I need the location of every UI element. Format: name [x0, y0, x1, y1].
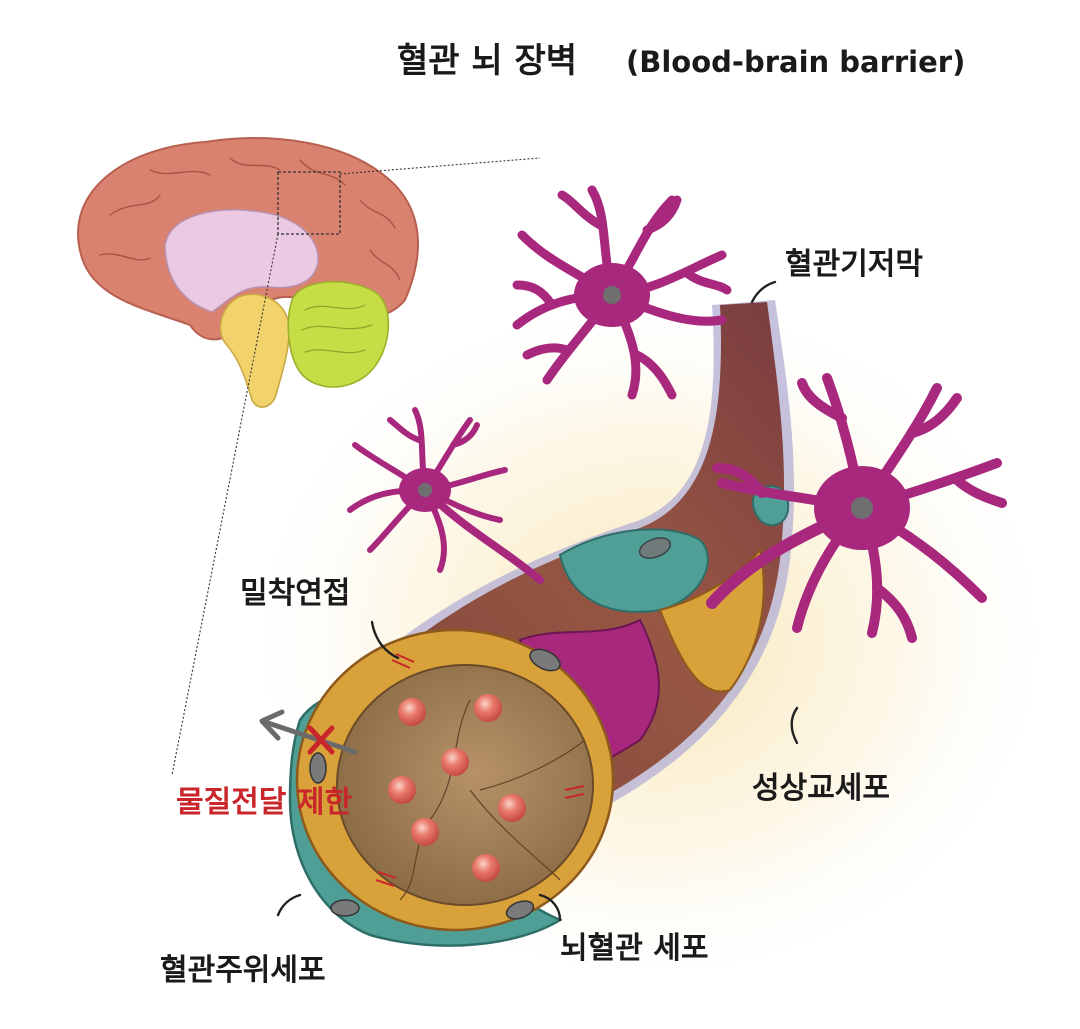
brain-illustration [77, 137, 541, 776]
red-blood-cell [441, 748, 469, 776]
label-astrocyte: 성상교세포 [752, 771, 890, 806]
red-blood-cell [474, 694, 502, 722]
callout-arrow-astrocyte [790, 706, 799, 745]
callout-arrow-pericyte [276, 893, 302, 917]
cerebrum-inner [164, 209, 319, 313]
zoom-inset-box [277, 171, 341, 235]
red-blood-cell [388, 776, 416, 804]
title-korean: 혈관 뇌 장벽 [397, 41, 577, 81]
astrocyte-left [347, 407, 544, 584]
label-basement-membrane: 혈관기저막 [785, 247, 923, 282]
label-transport-restriction: 물질전달 제한 [176, 785, 352, 820]
endothelial-nucleus [529, 648, 561, 672]
red-blood-cell [411, 818, 439, 846]
label-pericyte: 혈관주위세포 [160, 953, 326, 988]
title-english: (Blood-brain barrier) [626, 45, 965, 79]
pericyte-nucleus [638, 537, 672, 559]
red-blood-cell [472, 854, 500, 882]
astrocyte-right [706, 373, 1007, 643]
red-blood-cells [388, 694, 526, 882]
label-endothelial-cell: 뇌혈관 세포 [560, 931, 708, 966]
pericyte-nucleus [330, 899, 360, 917]
blood-vessel [259, 300, 795, 947]
zoom-line-top [339, 157, 541, 175]
red-blood-cell [498, 794, 526, 822]
label-tight-junction: 밀착연접 [240, 576, 350, 611]
astrocyte-nucleus [418, 483, 432, 497]
cerebellum [287, 280, 390, 388]
astrocyte-top [512, 185, 732, 400]
callout-arrow-basement-membrane [750, 280, 777, 304]
callout-arrow-endothelial [538, 893, 562, 922]
tight-junction-marks [375, 653, 585, 887]
blocked-transport-arrow [259, 709, 358, 755]
vessel-lumen [336, 664, 594, 906]
endothelial-nucleus [505, 900, 535, 920]
astrocyte-nucleus [851, 497, 873, 519]
cerebellum-folds [301, 304, 373, 354]
callout-arrow-tight-junction [370, 620, 400, 660]
astrocyte-nucleus [603, 286, 621, 304]
brain-folds [99, 157, 401, 281]
red-blood-cell [398, 698, 426, 726]
pericyte-patch [558, 528, 709, 613]
pericyte-nucleus [309, 752, 327, 784]
brainstem [219, 293, 290, 408]
